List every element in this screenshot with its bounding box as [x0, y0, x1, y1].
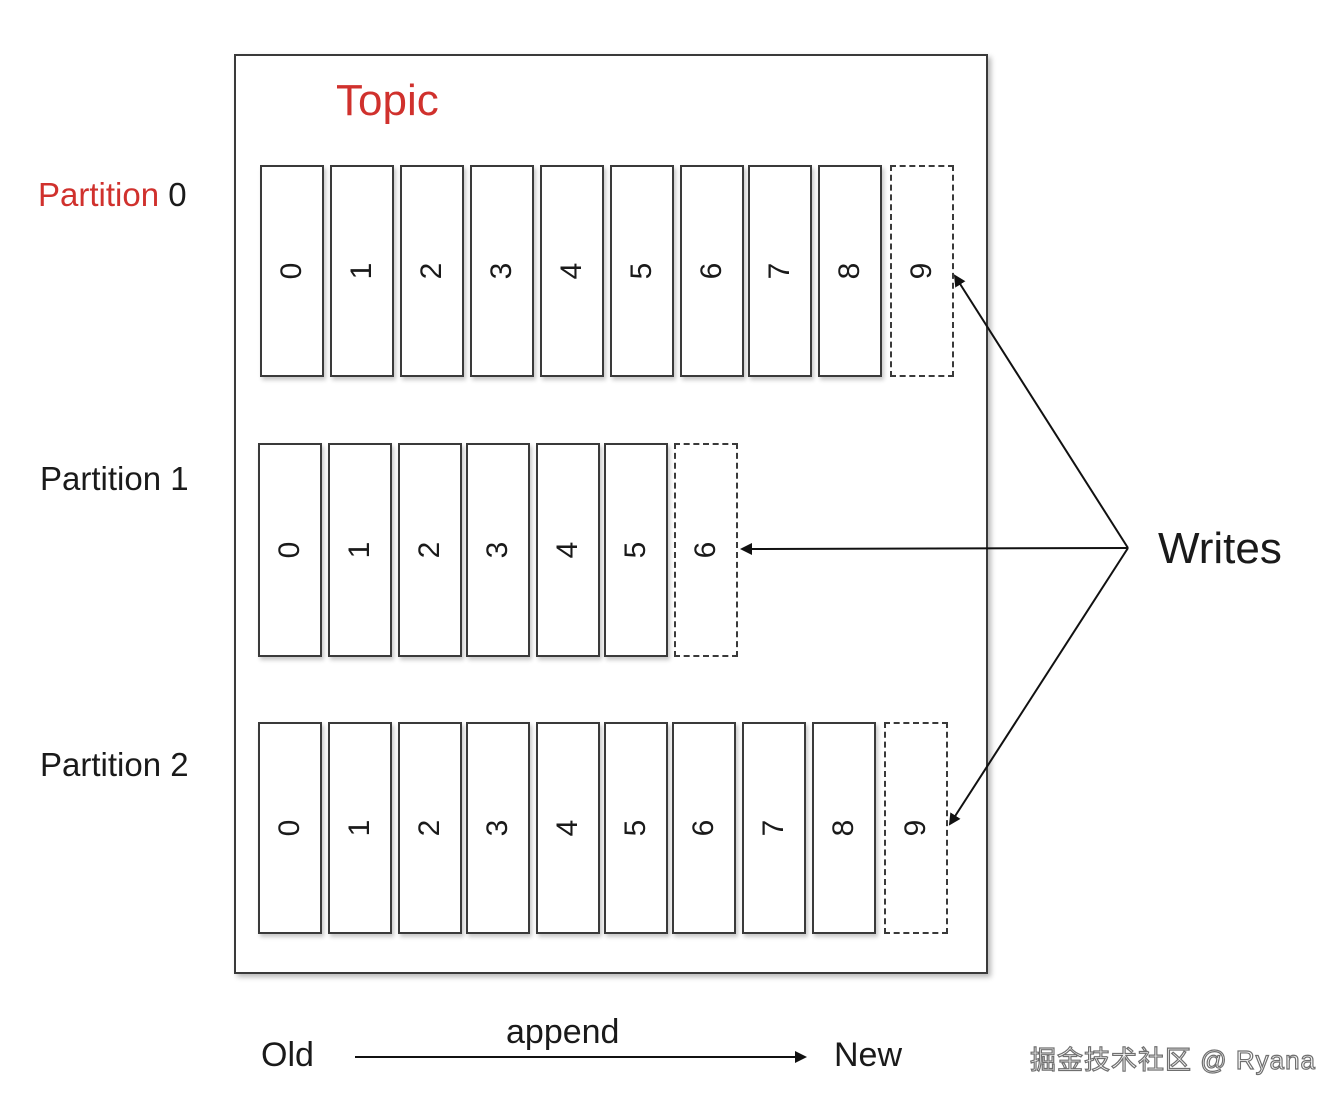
writes-arrow-partition-2: [948, 547, 1129, 826]
partition-1-record: 2: [398, 443, 462, 657]
partition-0-label: Partition 0: [38, 176, 187, 214]
partition-2-record: 8: [812, 722, 876, 934]
topic-title: Topic: [336, 76, 439, 125]
partition-2-record: 7: [742, 722, 806, 934]
partition-0-next-record: 9: [890, 165, 954, 377]
partition-0-record: 4: [540, 165, 604, 377]
partition-0-record: 1: [330, 165, 394, 377]
partition-2-record: 5: [604, 722, 668, 934]
writes-arrow-partition-0: [953, 274, 1129, 549]
partition-0-record: 7: [748, 165, 812, 377]
old-label: Old: [261, 1036, 314, 1074]
partition-0-label-word: Partition: [38, 176, 160, 213]
partition-1-record: 3: [466, 443, 530, 657]
partition-0-record: 0: [260, 165, 324, 377]
partition-2-label: Partition 2: [40, 746, 189, 784]
partition-0-record: 6: [680, 165, 744, 377]
new-label: New: [834, 1036, 903, 1074]
partition-0-record: 5: [610, 165, 674, 377]
partition-2-label-number: 2: [170, 746, 189, 783]
writes-label: Writes: [1158, 524, 1282, 573]
partition-2-record: 3: [466, 722, 530, 934]
partition-1-record: 4: [536, 443, 600, 657]
partition-1-label: Partition 1: [40, 460, 189, 498]
partition-1-record: 1: [328, 443, 392, 657]
partition-0-record: 3: [470, 165, 534, 377]
partition-0-label-number: 0: [168, 176, 187, 213]
partition-1-record: 5: [604, 443, 668, 657]
watermark: 掘金技术社区 @ Ryana: [1029, 1044, 1316, 1075]
partition-0-record: 8: [818, 165, 882, 377]
partition-2-record: 0: [258, 722, 322, 934]
partition-1-record: 0: [258, 443, 322, 657]
partition-2-record: 2: [398, 722, 462, 934]
partition-1-label-word: Partition: [40, 460, 162, 497]
append-label: append: [506, 1013, 620, 1051]
partition-2-record: 4: [536, 722, 600, 934]
partition-1-next-record: 6: [674, 443, 738, 657]
partition-2-next-record: 9: [884, 722, 948, 934]
writes-arrow-partition-1: [740, 542, 1129, 555]
partition-2-record: 6: [672, 722, 736, 934]
partition-1-label-number: 1: [170, 460, 189, 497]
partition-0-record: 2: [400, 165, 464, 377]
topic-box: [234, 54, 988, 974]
partition-2-record: 1: [328, 722, 392, 934]
partition-2-label-word: Partition: [40, 746, 162, 783]
